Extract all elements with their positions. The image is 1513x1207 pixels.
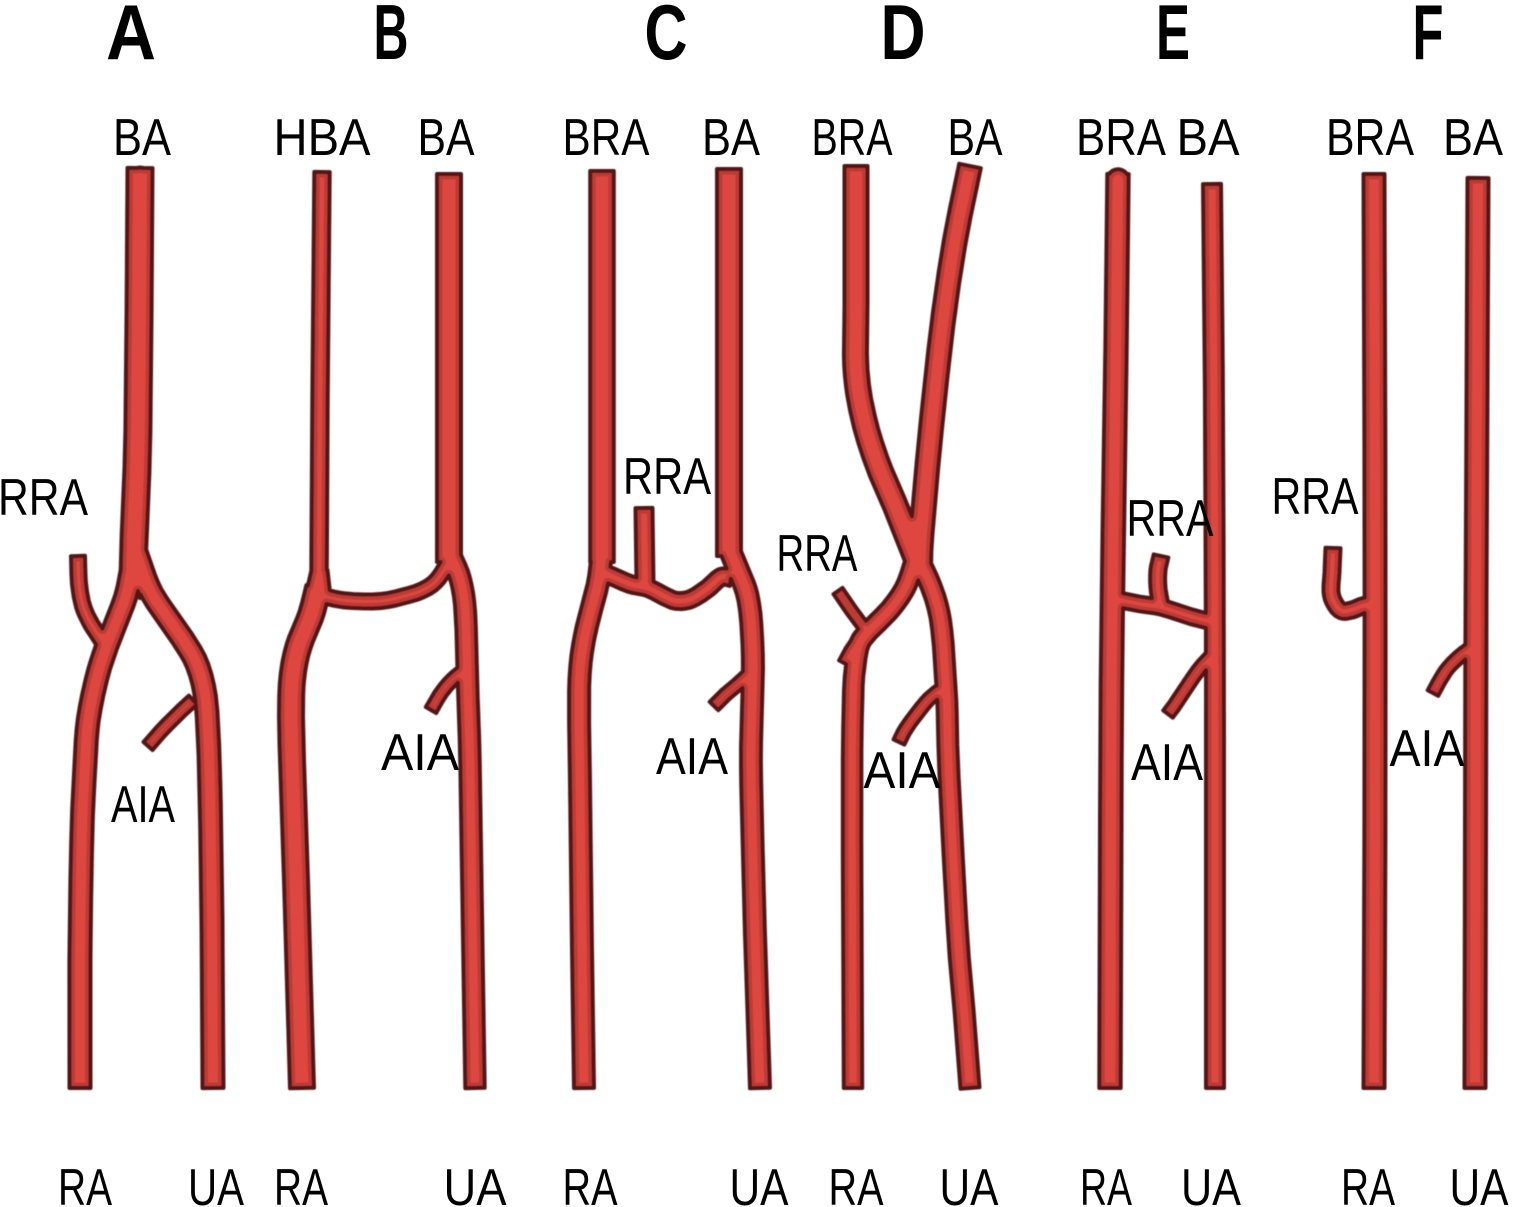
svg-text:AIA: AIA (381, 724, 459, 782)
svg-text:B: B (374, 0, 409, 76)
svg-text:BA: BA (418, 109, 475, 167)
svg-text:RRA: RRA (1272, 468, 1359, 526)
svg-text:AIA: AIA (864, 742, 941, 800)
svg-text:E: E (1156, 0, 1190, 76)
svg-text:BA: BA (948, 109, 1003, 167)
svg-text:RA: RA (563, 1159, 618, 1207)
svg-text:BRA: BRA (1326, 109, 1414, 167)
svg-text:RA: RA (274, 1159, 328, 1207)
svg-text:BRA: BRA (1076, 109, 1166, 167)
svg-text:C: C (645, 0, 688, 76)
svg-text:RA: RA (1080, 1159, 1132, 1207)
svg-text:RRA: RRA (623, 448, 711, 506)
svg-text:BA: BA (1177, 109, 1240, 167)
svg-text:BA: BA (702, 109, 760, 167)
svg-text:AIA: AIA (111, 776, 175, 834)
svg-text:RA: RA (829, 1159, 884, 1207)
svg-text:RRA: RRA (1127, 490, 1214, 548)
svg-text:D: D (881, 0, 926, 76)
svg-text:BRA: BRA (563, 109, 650, 167)
svg-text:RA: RA (58, 1159, 112, 1207)
svg-text:UA: UA (730, 1159, 789, 1207)
svg-text:F: F (1413, 0, 1444, 76)
svg-text:AIA: AIA (656, 728, 728, 786)
svg-text:UA: UA (444, 1159, 507, 1207)
svg-text:UA: UA (188, 1159, 244, 1207)
svg-text:RRA: RRA (777, 525, 858, 583)
svg-text:UA: UA (940, 1159, 999, 1207)
svg-text:UA: UA (1450, 1159, 1509, 1207)
svg-text:AIA: AIA (1131, 734, 1203, 792)
svg-text:A: A (106, 0, 156, 76)
svg-text:HBA: HBA (274, 109, 371, 167)
svg-text:RRA: RRA (0, 469, 88, 527)
svg-text:UA: UA (1181, 1159, 1241, 1207)
svg-text:AIA: AIA (1390, 720, 1465, 778)
svg-text:BA: BA (113, 109, 171, 167)
svg-text:BA: BA (1443, 109, 1503, 167)
svg-text:RA: RA (1341, 1159, 1395, 1207)
svg-text:BRA: BRA (812, 109, 893, 167)
